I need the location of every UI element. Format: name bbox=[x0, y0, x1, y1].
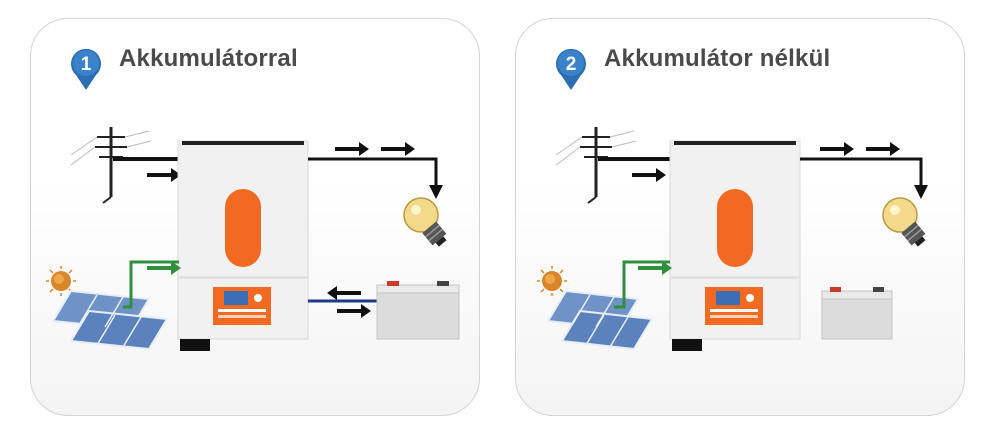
arrow-icon bbox=[632, 168, 666, 182]
arrow-icon bbox=[429, 185, 443, 199]
energy-flow-diagram bbox=[46, 127, 460, 351]
inverter-icon bbox=[177, 140, 309, 351]
energy-flow-diagram bbox=[537, 127, 928, 351]
panel-title: Akkumulátorral bbox=[119, 45, 298, 72]
arrow-icon bbox=[381, 142, 415, 156]
solar-panel-icon bbox=[51, 289, 169, 351]
panel-without-battery: 2 Akkumulátor nélkül bbox=[515, 18, 965, 416]
arrow-icon bbox=[820, 142, 854, 156]
output-wire bbox=[308, 157, 438, 187]
battery-icon bbox=[376, 281, 460, 340]
arrow-icon bbox=[335, 142, 369, 156]
arrow-icon bbox=[638, 261, 672, 275]
badge-number: 2 bbox=[566, 54, 577, 75]
power-pole-icon bbox=[70, 127, 152, 204]
output-wire bbox=[800, 157, 923, 187]
arrow-icon bbox=[866, 142, 900, 156]
location-pin-icon: 1 bbox=[71, 48, 101, 90]
solar-wire bbox=[614, 260, 670, 309]
arrow-icon bbox=[147, 168, 181, 182]
location-pin-icon: 2 bbox=[556, 48, 586, 90]
light-bulb-icon bbox=[882, 197, 926, 247]
arrow-icon bbox=[147, 261, 181, 275]
solar-wire bbox=[123, 260, 179, 309]
sun-icon bbox=[537, 266, 567, 296]
badge-number: 1 bbox=[81, 54, 92, 75]
panel-with-battery: 1 Akkumulátorral bbox=[30, 18, 480, 416]
arrow-icon bbox=[914, 185, 928, 199]
sun-icon bbox=[46, 266, 76, 296]
light-bulb-icon bbox=[403, 197, 447, 247]
power-pole-icon bbox=[555, 127, 637, 204]
panel-title: Akkumulátor nélkül bbox=[604, 45, 831, 72]
arrow-icon bbox=[327, 286, 361, 300]
inverter-icon bbox=[669, 140, 801, 351]
arrow-icon bbox=[337, 304, 371, 318]
solar-panel-icon bbox=[546, 289, 654, 351]
battery-icon bbox=[821, 287, 893, 340]
